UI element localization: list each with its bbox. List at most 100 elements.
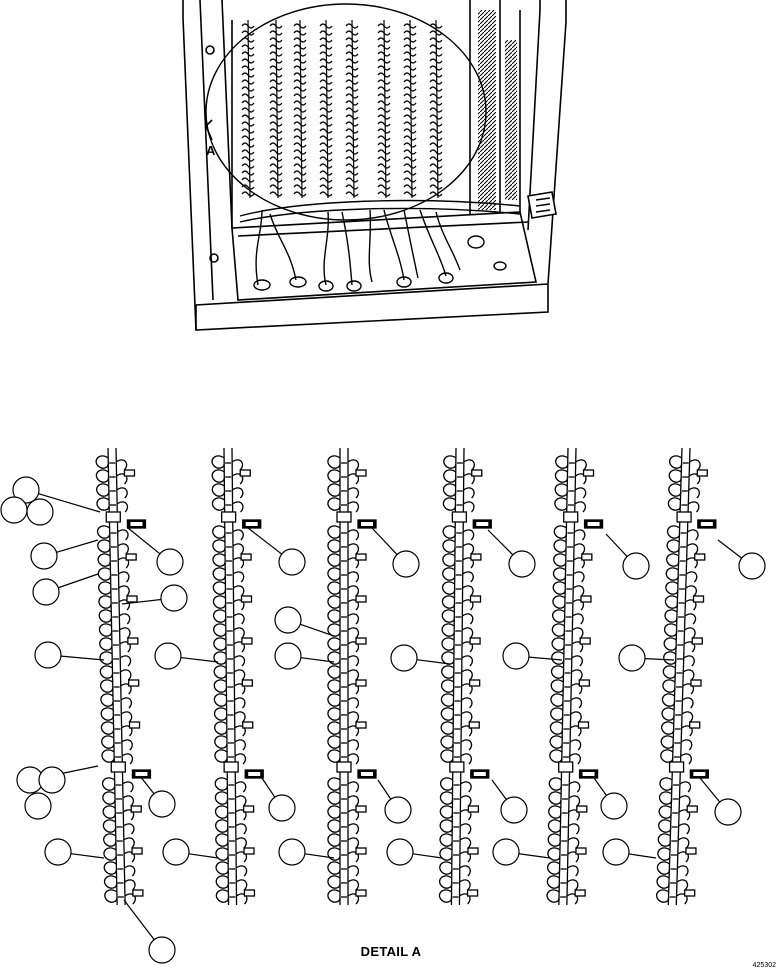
- strip-rail: [351, 19, 355, 199]
- terminal-loop: [345, 128, 359, 134]
- terminal-screw-left: [211, 483, 226, 497]
- terminal-loop: [269, 142, 283, 148]
- terminal-screw-right: [679, 795, 691, 807]
- terminal-screw-left: [663, 637, 677, 651]
- terminal-loop: [345, 114, 359, 120]
- terminal-loop: [319, 163, 333, 169]
- terminal-screw-left: [666, 525, 681, 539]
- terminal-screw-left: [441, 651, 455, 665]
- index-callout: [377, 779, 412, 824]
- terminal-screw-left: [95, 469, 110, 483]
- terminal-screw-left: [662, 679, 676, 693]
- terminal-screw-right: [235, 837, 247, 849]
- terminal-screw-right: [681, 711, 694, 723]
- terminal-screw-left: [660, 721, 675, 735]
- index-circle: [392, 550, 420, 578]
- terminal-screw-right: [459, 879, 471, 891]
- terminal-screw-left: [327, 791, 341, 805]
- terminal-loop: [241, 93, 255, 99]
- terminal-loop: [241, 30, 255, 36]
- terminal-screw-right: [460, 739, 473, 751]
- index-circle: [156, 548, 184, 576]
- leader-line: [371, 527, 398, 555]
- terminal-screw-right: [121, 753, 134, 765]
- wire-lug: [581, 553, 593, 561]
- terminal-loop: [403, 37, 417, 43]
- terminal-screw-left: [327, 707, 341, 721]
- index-circle: [390, 644, 418, 672]
- leader-line: [487, 529, 514, 556]
- terminal-loop: [319, 170, 333, 176]
- index-circle: [384, 796, 412, 824]
- terminal-screw-left: [551, 651, 565, 665]
- index-callout: [371, 527, 420, 578]
- terminal-screw-right: [232, 543, 244, 555]
- terminal-loop: [293, 149, 307, 155]
- terminal-screw-right: [234, 739, 246, 751]
- terminal-screw-right: [347, 865, 360, 877]
- terminal-loop: [293, 135, 307, 141]
- cabinet-terminal-strip: [241, 19, 255, 199]
- leader-line: [416, 659, 451, 665]
- terminal-screw-left: [214, 805, 229, 819]
- wire-tag-face: [582, 772, 595, 776]
- terminal-loop: [319, 51, 333, 57]
- strip-rail-right: [231, 447, 238, 906]
- terminal-loop: [319, 191, 333, 197]
- strip-rail-right: [458, 447, 465, 906]
- terminal-screw-left: [658, 805, 672, 819]
- terminal-screw-right: [116, 501, 129, 513]
- terminal-screw-right: [461, 627, 474, 639]
- terminal-screw-left: [327, 693, 341, 707]
- terminal-screw-left: [663, 651, 677, 665]
- wire-lug: [243, 847, 255, 855]
- leader-line: [518, 853, 551, 859]
- cabinet-terminal-strip: [345, 19, 359, 199]
- terminal-screw-left: [551, 623, 566, 637]
- terminal-loop: [429, 79, 443, 85]
- leader-line: [38, 493, 101, 513]
- wire-tag-face: [248, 772, 261, 776]
- terminal-screw-left: [215, 861, 229, 875]
- terminal-screw-left: [327, 595, 341, 609]
- terminal-loop: [377, 107, 391, 113]
- terminal-screw-left: [546, 889, 560, 903]
- wire-lug: [694, 553, 706, 561]
- terminal-screw-left: [327, 553, 341, 567]
- terminal-screw-left: [442, 539, 456, 553]
- wire-lug: [123, 469, 136, 477]
- terminal-loop: [345, 184, 359, 190]
- terminal-loop: [377, 100, 391, 106]
- terminal-screw-left: [212, 595, 227, 609]
- terminal-loop: [377, 128, 391, 134]
- wire-tag-face: [700, 522, 713, 526]
- wire-tag-face: [361, 772, 373, 776]
- index-callout: [618, 644, 675, 672]
- terminal-screw-left: [440, 693, 455, 707]
- cabinet-terminal-strip: [319, 19, 333, 199]
- terminal-loop: [403, 58, 417, 64]
- terminal-screw-left: [215, 889, 230, 903]
- terminal-screw-left: [553, 539, 567, 553]
- index-circle: [160, 584, 188, 612]
- strip-bracket: [336, 761, 352, 773]
- terminal-loop: [293, 37, 307, 43]
- leader-line: [644, 658, 675, 661]
- terminal-screw-left: [550, 679, 564, 693]
- terminal-loop: [319, 114, 333, 120]
- wire-lug: [684, 889, 696, 897]
- terminal-loop: [429, 58, 443, 64]
- terminal-screw-left: [327, 609, 341, 623]
- terminal-screw-right: [678, 823, 690, 835]
- terminal-loop: [319, 142, 333, 148]
- index-callout: [34, 641, 105, 669]
- wire-lug: [579, 637, 591, 645]
- terminal-loop: [403, 149, 417, 155]
- wire-lug: [128, 679, 140, 687]
- terminal-loop: [403, 184, 417, 190]
- terminal-screw-left: [553, 553, 567, 567]
- terminal-screw-left: [101, 749, 115, 763]
- index-callout: [278, 838, 335, 866]
- terminal-screw-left: [98, 595, 112, 609]
- strip-bracket: [223, 761, 239, 773]
